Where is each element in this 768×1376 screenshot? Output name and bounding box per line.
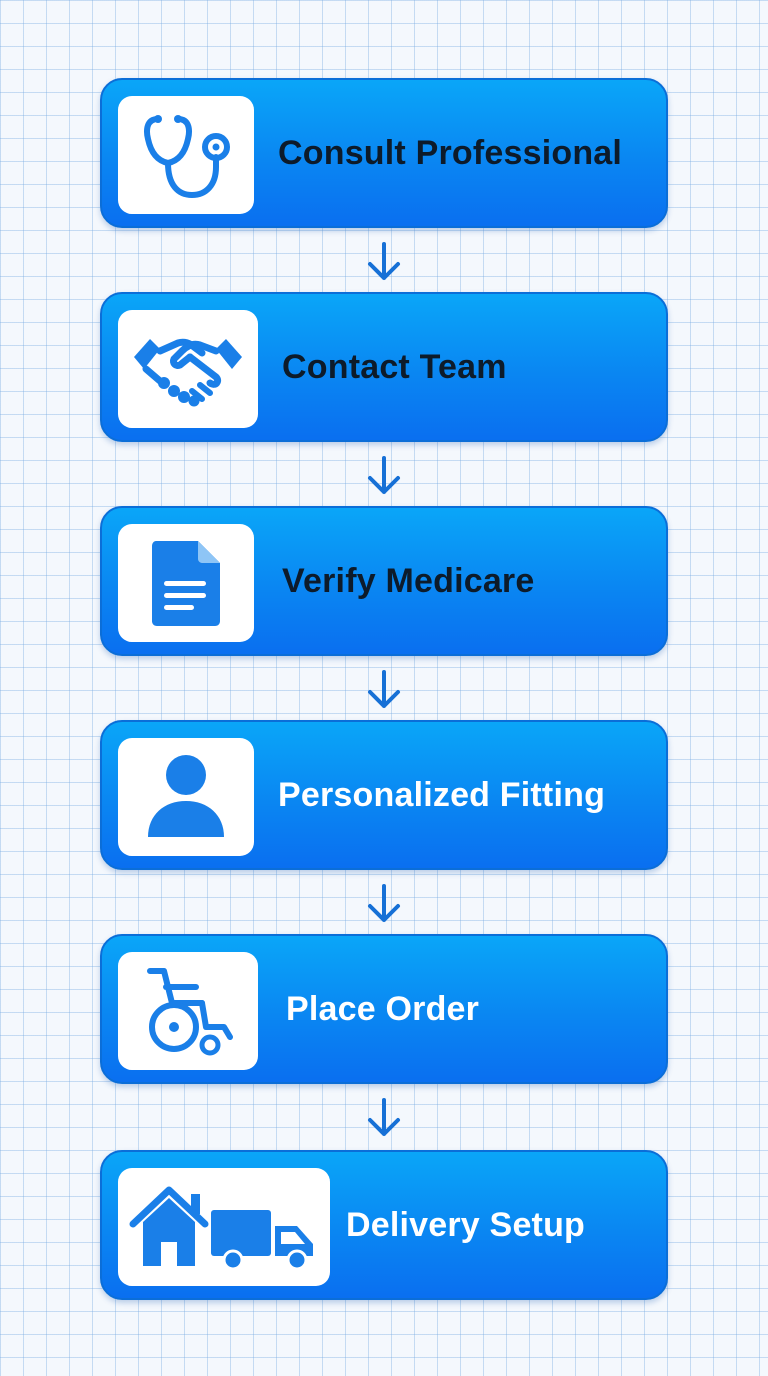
- icon-tile: [118, 96, 254, 214]
- icon-tile: [118, 524, 254, 642]
- icon-tile: [118, 310, 258, 428]
- step-contact-team: Contact Team: [100, 292, 668, 442]
- icon-tile: [118, 1168, 330, 1286]
- step-label: Personalized Fitting: [278, 776, 606, 814]
- step-delivery-setup: Delivery Setup: [100, 1150, 668, 1300]
- arrow-down-icon: [368, 456, 400, 494]
- icon-tile: [118, 738, 254, 856]
- step-label: Contact Team: [282, 348, 507, 386]
- arrow-down-icon: [368, 670, 400, 708]
- step-label: Place Order: [286, 990, 480, 1028]
- arrow-down-icon: [368, 1098, 400, 1136]
- handshake-icon: [134, 338, 242, 407]
- arrow-down-icon: [368, 242, 400, 280]
- step-place-order: Place Order: [100, 934, 668, 1084]
- house-truck-icon: [129, 1186, 313, 1271]
- step-label: Verify Medicare: [282, 562, 535, 600]
- icon-tile: [118, 952, 258, 1070]
- step-personalized-fitting: Personalized Fitting: [100, 720, 668, 870]
- step-label: Delivery Setup: [346, 1206, 586, 1244]
- stethoscope-icon: [144, 115, 230, 199]
- wheelchair-icon: [147, 968, 233, 1056]
- step-verify-medicare: Verify Medicare: [100, 506, 668, 656]
- step-consult-professional: Consult Professional: [100, 78, 668, 228]
- step-label: Consult Professional: [278, 134, 623, 172]
- arrow-down-icon: [368, 884, 400, 922]
- person-icon: [148, 755, 224, 837]
- document-icon: [152, 541, 220, 626]
